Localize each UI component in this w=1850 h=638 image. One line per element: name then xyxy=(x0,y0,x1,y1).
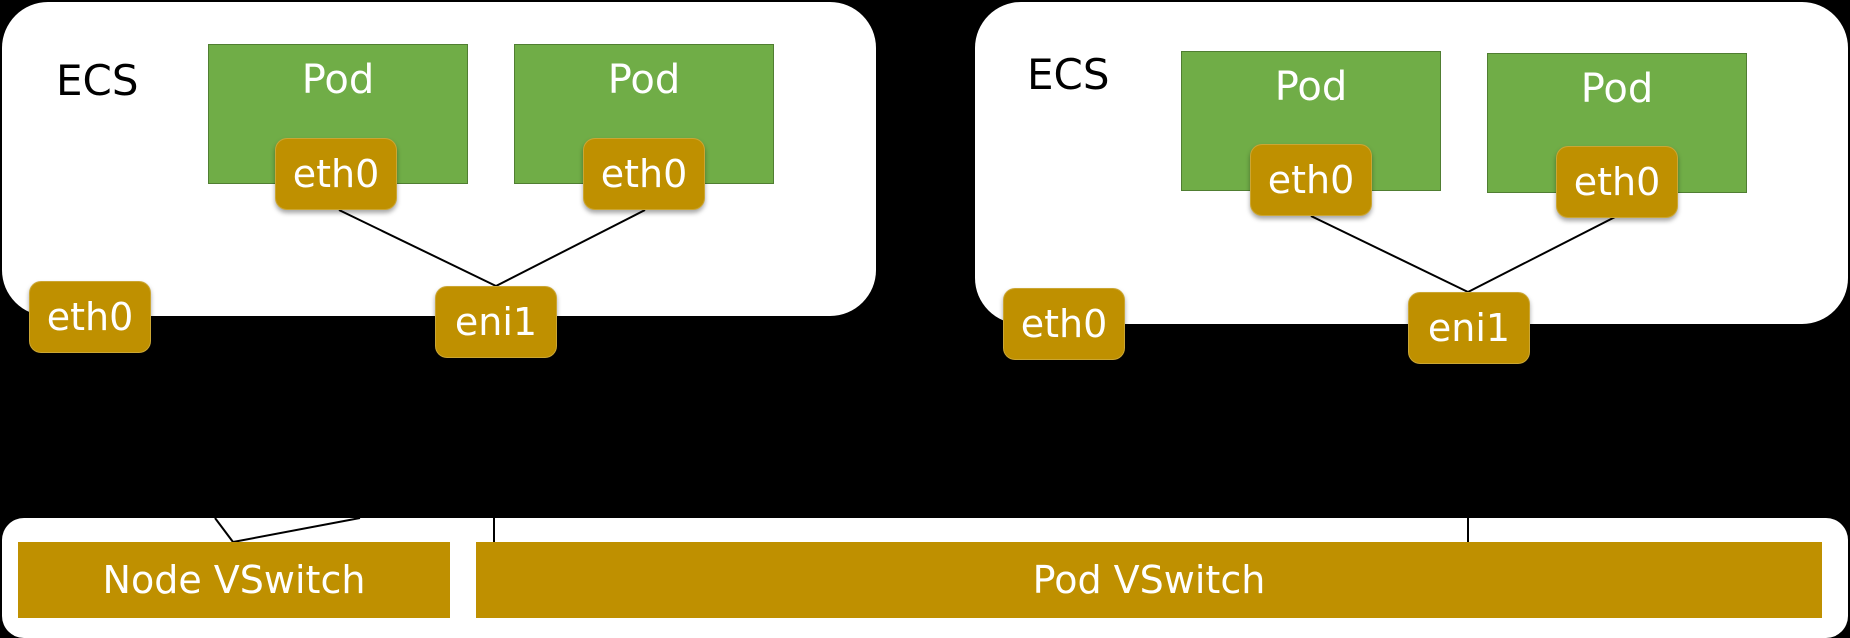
pod-eth0-nic: eth0 xyxy=(583,138,705,210)
pod-label: Pod xyxy=(607,57,681,103)
pod-label: Pod xyxy=(1274,64,1348,110)
pod-eth0-nic: eth0 xyxy=(275,138,397,210)
pod-vswitch: Pod VSwitch xyxy=(476,542,1822,618)
node-vswitch: Node VSwitch xyxy=(18,542,450,618)
eni1-nic: eni1 xyxy=(435,286,557,358)
pod-1: Pod xyxy=(208,44,468,184)
pod-eth0-nic: eth0 xyxy=(1250,144,1372,216)
pod-label: Pod xyxy=(1580,66,1654,112)
eni1-nic: eni1 xyxy=(1408,292,1530,364)
node-eth0-nic: eth0 xyxy=(1003,288,1125,360)
node-eth0-nic: eth0 xyxy=(29,281,151,353)
pod-eth0-nic: eth0 xyxy=(1556,146,1678,218)
pod-label: Pod xyxy=(301,57,375,103)
ecs-label: ECS xyxy=(56,56,139,105)
ecs-label: ECS xyxy=(1027,50,1110,99)
